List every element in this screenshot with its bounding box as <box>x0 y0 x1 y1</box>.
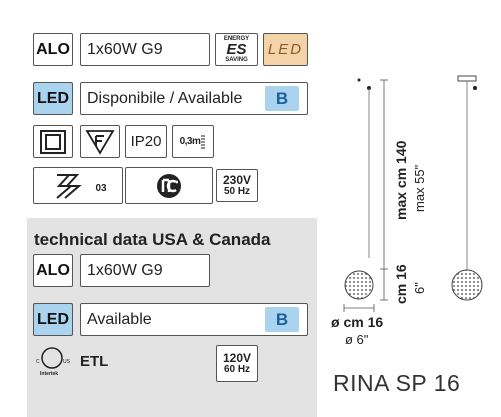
ip-rating-text: IP20 <box>130 133 162 150</box>
led-type-badge: LED <box>263 33 308 66</box>
ip-rating-box: IP20 <box>125 125 167 158</box>
energy-class-badge: B <box>265 86 299 111</box>
etl-text: ETL <box>80 353 109 370</box>
distance-icon: 0,3m <box>172 125 214 158</box>
double-insulation-icon <box>33 125 73 158</box>
energy-saving-mark: ES <box>226 41 247 58</box>
led-label: LED <box>33 82 73 115</box>
voltage-230-box: 230V 50 Hz <box>216 169 258 202</box>
frequency-50: 50 Hz <box>223 186 251 197</box>
frequency-60: 60 Hz <box>223 364 251 375</box>
etl-mark-icon: C US Intertek ETL <box>36 345 108 381</box>
usa-alo-value: 1x60W G9 <box>80 254 210 287</box>
usa-led-label: LED <box>33 303 73 336</box>
usa-canada-title: technical data USA & Canada <box>34 230 271 249</box>
alo-value: 1x60W G9 <box>80 33 210 66</box>
distance-text: 0,3m <box>179 136 201 147</box>
energy-saving-icon: ENERGY ES SAVING <box>215 33 258 66</box>
voltage-230: 230V <box>222 173 252 187</box>
energy-saving-bottom: SAVING <box>225 57 248 63</box>
usa-alo-label: ALO <box>33 254 73 287</box>
etl-us: US <box>63 359 70 365</box>
eac-mark-icon: 03 <box>33 167 123 204</box>
max-height-cm: max cm 140 <box>393 140 409 220</box>
f-mark-icon <box>80 125 120 158</box>
energy-saving-top: ENERGY <box>223 36 250 42</box>
etl-intertek: Intertek <box>40 371 59 377</box>
voltage-120: 120V <box>222 351 252 365</box>
eac-code: 03 <box>95 183 107 194</box>
diameter-in: ø 6" <box>345 332 369 347</box>
gost-mark-icon <box>125 167 213 204</box>
max-height-in: max 55" <box>412 164 427 212</box>
model-name: RINA SP 16 <box>333 370 461 396</box>
voltage-120-box: 120V 60 Hz <box>216 345 258 382</box>
alo-label: ALO <box>33 33 73 66</box>
shade-height-in: 6" <box>412 282 427 294</box>
usa-energy-class-badge: B <box>265 307 299 332</box>
etl-c: C <box>36 359 40 365</box>
shade-height-cm: cm 16 <box>393 264 409 304</box>
diameter-cm: ø cm 16 <box>331 314 384 330</box>
